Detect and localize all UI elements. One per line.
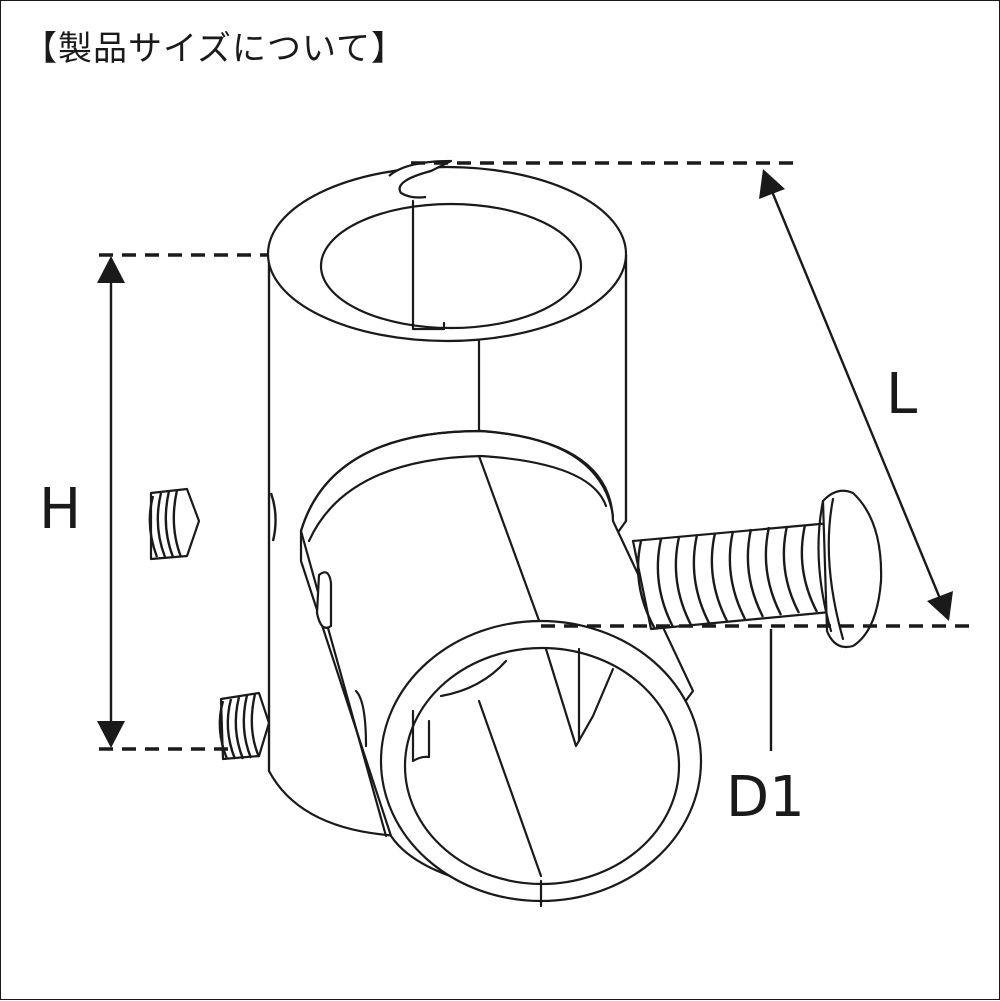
page-title: 【製品サイズについて】 (23, 29, 406, 69)
bolt (631, 489, 883, 649)
height-label: H (39, 477, 81, 542)
height-dimension (97, 253, 269, 751)
length-label: L (886, 362, 917, 427)
length-dimension (411, 161, 971, 628)
set-screw-lower (218, 691, 271, 761)
branch-pipe (299, 429, 703, 908)
set-screw-upper (148, 487, 277, 561)
diameter-label: D1 (726, 765, 805, 830)
